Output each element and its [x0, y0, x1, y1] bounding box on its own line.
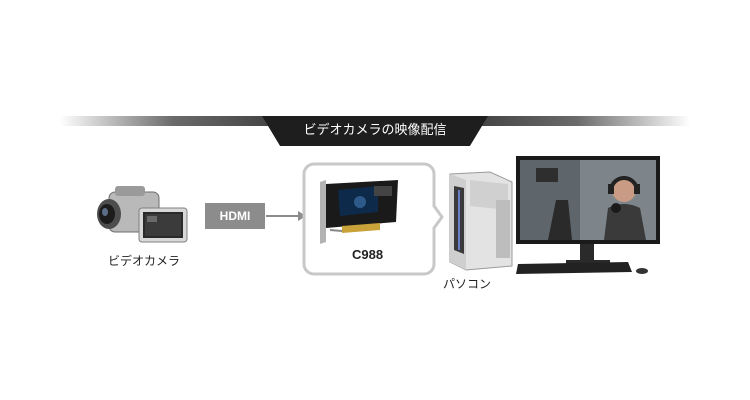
capture-card-icon [320, 180, 398, 244]
capture-card-label: C988 [352, 247, 384, 262]
banner-title: ビデオカメラの映像配信 [303, 123, 447, 138]
pc-label: パソコン [442, 277, 491, 291]
banner-tab [262, 116, 488, 146]
hdmi-label-box: HDMI [205, 203, 265, 229]
arrow-right-icon [266, 211, 306, 221]
monitor-streamer-icon [516, 156, 660, 274]
video-camera-icon [97, 186, 188, 243]
camera-label: ビデオカメラ [107, 254, 180, 268]
pc-tower-icon [449, 171, 513, 271]
